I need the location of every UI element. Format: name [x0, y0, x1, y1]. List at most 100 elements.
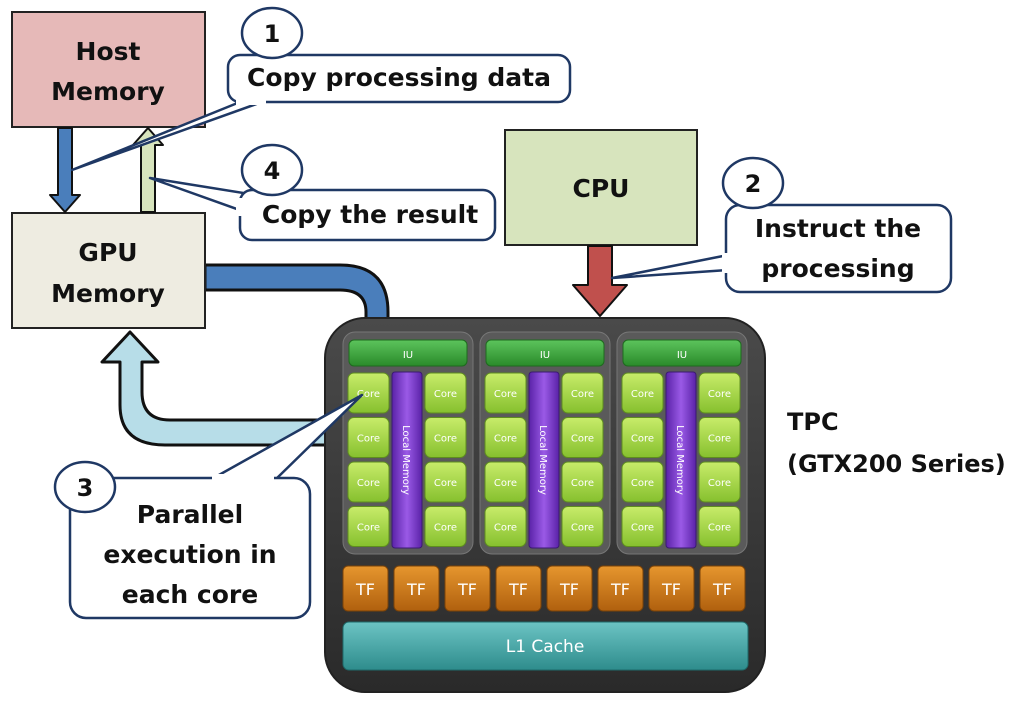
local-memory — [665, 371, 697, 549]
core-label: Core — [631, 523, 654, 534]
core — [484, 417, 527, 458]
core-label: Core — [708, 523, 731, 534]
core — [561, 506, 604, 547]
step-1-callout: Copy processing data 1 — [70, 6, 572, 172]
iu-unit — [622, 339, 742, 367]
iu-label: IU — [677, 350, 687, 361]
core-label: Core — [357, 523, 380, 534]
core — [621, 372, 664, 414]
step-3-text-line2: execution in — [103, 540, 276, 569]
iu-unit — [348, 339, 468, 367]
host-memory-label-line2: Memory — [51, 77, 165, 106]
iu-label: IU — [403, 350, 413, 361]
step-1-number: 1 — [264, 20, 281, 48]
step-4-number: 4 — [264, 157, 281, 185]
tf-label: TF — [508, 580, 528, 599]
tf-unit — [597, 565, 644, 612]
tf-label: TF — [406, 580, 426, 599]
core — [484, 372, 527, 414]
core — [621, 461, 664, 503]
core — [621, 506, 664, 547]
tf-unit — [699, 565, 746, 612]
core — [347, 372, 390, 414]
local-memory-label: Local Memory — [400, 425, 411, 495]
step-3-callout: Parallel execution in each core 3 — [53, 393, 364, 620]
core — [698, 506, 741, 547]
core-label: Core — [708, 434, 731, 445]
step-4-text: Copy the result — [262, 200, 478, 229]
tpc-caption-line1: TPC — [787, 408, 839, 436]
return-to-gpu-memory-arrow — [100, 330, 337, 447]
core-label: Core — [494, 478, 517, 489]
core-label: Core — [357, 478, 380, 489]
cpu-box: CPU — [504, 129, 698, 246]
core-label: Core — [708, 478, 731, 489]
step-2-callout: Instruct the processing 2 — [610, 156, 953, 294]
iu-unit — [485, 339, 605, 367]
core-label: Core — [357, 434, 380, 445]
tf-unit — [546, 565, 593, 612]
core-label: Core — [631, 478, 654, 489]
core — [621, 417, 664, 458]
core-label: Core — [708, 389, 731, 400]
core — [561, 372, 604, 414]
core-label: Core — [571, 478, 594, 489]
instruct-arrow — [572, 245, 628, 317]
core — [347, 506, 390, 547]
gpu-memory-box: GPU Memory — [11, 212, 206, 329]
host-memory-box: Host Memory — [11, 11, 206, 128]
core-label: Core — [571, 523, 594, 534]
local-memory — [391, 371, 423, 549]
step-2-text-line1: Instruct the — [755, 214, 921, 243]
tf-unit — [393, 565, 440, 612]
core-label: Core — [357, 389, 380, 400]
gpu-memory-label-line2: Memory — [51, 279, 165, 308]
local-memory — [528, 371, 560, 549]
step-2-text-line2: processing — [761, 254, 914, 283]
core — [484, 461, 527, 503]
tf-label: TF — [712, 580, 732, 599]
core-label: Core — [434, 389, 457, 400]
host-memory-label-line1: Host — [76, 37, 141, 66]
l1-cache-label: L1 Cache — [506, 637, 585, 657]
tpc-caption-line2: (GTX200 Series) — [787, 450, 1006, 478]
core — [698, 372, 741, 414]
tf-label: TF — [610, 580, 630, 599]
core-label: Core — [434, 478, 457, 489]
local-memory-label: Local Memory — [537, 425, 548, 495]
core-label: Core — [571, 389, 594, 400]
core-label: Core — [631, 434, 654, 445]
copy-down-arrow — [49, 127, 81, 213]
local-memory-label: Local Memory — [674, 425, 685, 495]
tf-label: TF — [457, 580, 477, 599]
core — [698, 461, 741, 503]
core — [484, 506, 527, 547]
tf-unit — [342, 565, 389, 612]
step-3-text-line3: each core — [122, 580, 258, 609]
core — [424, 461, 467, 503]
core — [698, 417, 741, 458]
core — [424, 372, 467, 414]
step-4-callout: Copy the result 4 — [148, 143, 497, 242]
step-3-number: 3 — [77, 474, 94, 502]
tf-label: TF — [661, 580, 681, 599]
core-label: Core — [434, 523, 457, 534]
tf-unit — [444, 565, 491, 612]
cpu-label: CPU — [573, 174, 630, 203]
core — [347, 417, 390, 458]
core — [561, 417, 604, 458]
tf-label: TF — [355, 580, 375, 599]
core-label: Core — [434, 434, 457, 445]
tf-unit — [495, 565, 542, 612]
core-label: Core — [631, 389, 654, 400]
l1-cache: L1 Cache — [342, 621, 749, 671]
tf-unit — [648, 565, 695, 612]
step-3-text-line1: Parallel — [137, 500, 243, 529]
iu-label: IU — [540, 350, 550, 361]
core-label: Core — [494, 434, 517, 445]
